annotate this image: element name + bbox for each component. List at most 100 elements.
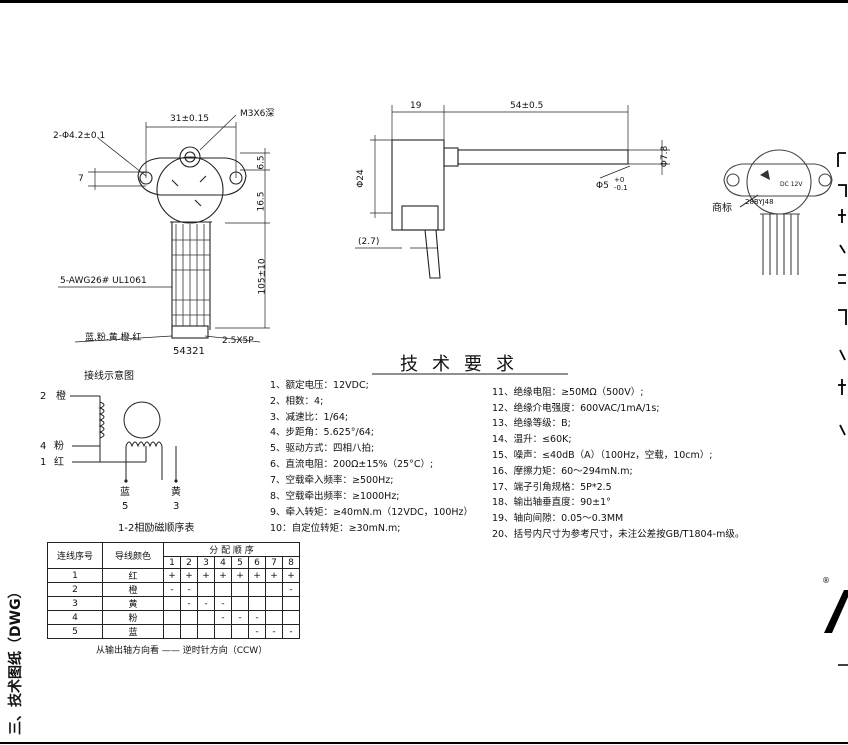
table-cell: - (197, 596, 215, 611)
dim-19: 19 (410, 101, 422, 111)
row-color: 黄 (102, 596, 164, 611)
req-9: 9、牵入转矩：≥40mN.m（12VDC，100Hz） (270, 507, 474, 518)
step-header: 8 (282, 556, 300, 569)
table-cell (197, 624, 215, 639)
pin-numbers: 54321 (173, 346, 205, 357)
req-18: 18、输出轴垂直度：90±1° (492, 497, 611, 508)
pin-1-number: 1 (40, 457, 47, 468)
table-cell: + (180, 568, 198, 583)
row-seq: 2 (47, 582, 103, 597)
table-cell: + (248, 568, 266, 583)
table-cell: - (180, 582, 198, 597)
table-row: 5 蓝 - - - (47, 624, 300, 639)
table-cell (231, 596, 249, 611)
req-20: 20、括号内尺寸为参考尺寸，未注公差按GB/T1804-m级。 (492, 529, 745, 540)
table-cell (282, 610, 300, 625)
wire-colors: 蓝.粉.黄.橙.红 (85, 333, 142, 343)
row-color: 橙 (102, 582, 164, 597)
pin-5-number: 5 (122, 501, 129, 512)
table-cell: - (282, 624, 300, 639)
pin-2-number: 2 (40, 391, 47, 402)
table-cell (180, 610, 198, 625)
dim-shaft-tol-upper: +0 (614, 176, 625, 184)
wire-bundle (172, 224, 210, 326)
sequence-footer: 从输出轴方向看 —— 逆时针方向（CCW） (96, 646, 268, 656)
req-2: 2、相数：4; (270, 396, 324, 407)
registered-mark: ® (822, 576, 830, 585)
table-cell (248, 596, 266, 611)
sequence-table: 连线序号 导线颜色 分 配 顺 序 1 2 3 4 5 6 7 8 1 红 + … (47, 542, 300, 639)
connector-spec: 2.5X5P (222, 336, 254, 346)
step-header: 6 (248, 556, 266, 569)
table-row: 4 粉 - - - (47, 610, 300, 625)
table-cell: - (248, 624, 266, 639)
table-cell: - (265, 624, 283, 639)
req-16: 16、摩擦力矩：60～294mN.m; (492, 466, 633, 477)
dim-screw: M3X6深 (240, 109, 275, 119)
dim-shaft-diameter: Φ5 (596, 181, 609, 191)
logo-fragment (824, 590, 848, 666)
pin-3-number: 3 (173, 501, 180, 512)
requirements-title: 技术要求 (400, 354, 528, 375)
table-cell: - (248, 610, 266, 625)
table-cell: - (214, 610, 232, 625)
top-border (0, 0, 848, 3)
step-header: 2 (180, 556, 198, 569)
table-cell (180, 624, 198, 639)
table-cell: - (231, 610, 249, 625)
section-label: 三、技术图纸（DWG） (8, 584, 24, 735)
col-header-order: 分 配 顺 序 (163, 542, 300, 557)
motor-voltage-text: DC 12V (780, 181, 803, 188)
trademark-label: 商标 (712, 203, 732, 214)
req-3: 3、减速比：1/64; (270, 412, 349, 423)
table-cell: + (163, 568, 181, 583)
req-7: 7、空载牵入频率：≥500Hz; (270, 475, 394, 486)
col-header-color: 导线颜色 (102, 542, 164, 569)
step-header: 4 (214, 556, 232, 569)
req-11: 11、绝缘电阻：≥50MΩ（500V）; (492, 387, 644, 398)
req-17: 17、端子引角规格：5P*2.5 (492, 482, 612, 493)
table-cell: - (180, 596, 198, 611)
table-cell (214, 582, 232, 597)
req-10: 10：自定位转矩：≥30mN.m; (270, 523, 401, 534)
step-header: 1 (163, 556, 181, 569)
row-seq: 5 (47, 624, 103, 639)
dim-width: 31±0.15 (170, 114, 210, 124)
cropped-text-edge (837, 152, 847, 436)
table-cell (282, 596, 300, 611)
pin-4-color: 粉 (54, 441, 64, 452)
side-dimension-lines (355, 105, 670, 249)
row-color: 粉 (102, 610, 164, 625)
row-seq: 3 (47, 596, 103, 611)
front-dimension-lines (58, 114, 270, 343)
table-cell: + (265, 568, 283, 583)
dim-2-7: (2.7) (358, 237, 380, 247)
table-cell (231, 624, 249, 639)
table-row: 2 橙 - - - (47, 582, 300, 597)
req-1: 1、额定电压：12VDC; (270, 380, 369, 391)
pin-1-color: 红 (54, 457, 64, 468)
req-13: 13、绝缘等级：B; (492, 418, 571, 429)
req-14: 14、温升：≤60K; (492, 434, 572, 445)
bottom-border (0, 742, 848, 744)
table-cell (197, 582, 215, 597)
dim-holes: 2-Φ4.2±0.1 (53, 131, 106, 141)
req-8: 8、空载牵出频率：≥1000Hz; (270, 491, 400, 502)
table-cell (265, 582, 283, 597)
table-cell (265, 596, 283, 611)
req-5: 5、驱动方式：四相八拍; (270, 443, 375, 454)
table-cell (163, 596, 181, 611)
dim-7: 7 (78, 174, 84, 184)
req-19: 19、轴向间隙：0.05～0.3MM (492, 513, 624, 524)
table-cell: + (231, 568, 249, 583)
table-cell: + (214, 568, 232, 583)
table-cell: + (197, 568, 215, 583)
pin-5-color: 蓝 (120, 487, 130, 498)
table-cell (163, 610, 181, 625)
req-12: 12、绝缘介电强度：600VAC/1mA/1s; (492, 403, 660, 414)
row-seq: 4 (47, 610, 103, 625)
